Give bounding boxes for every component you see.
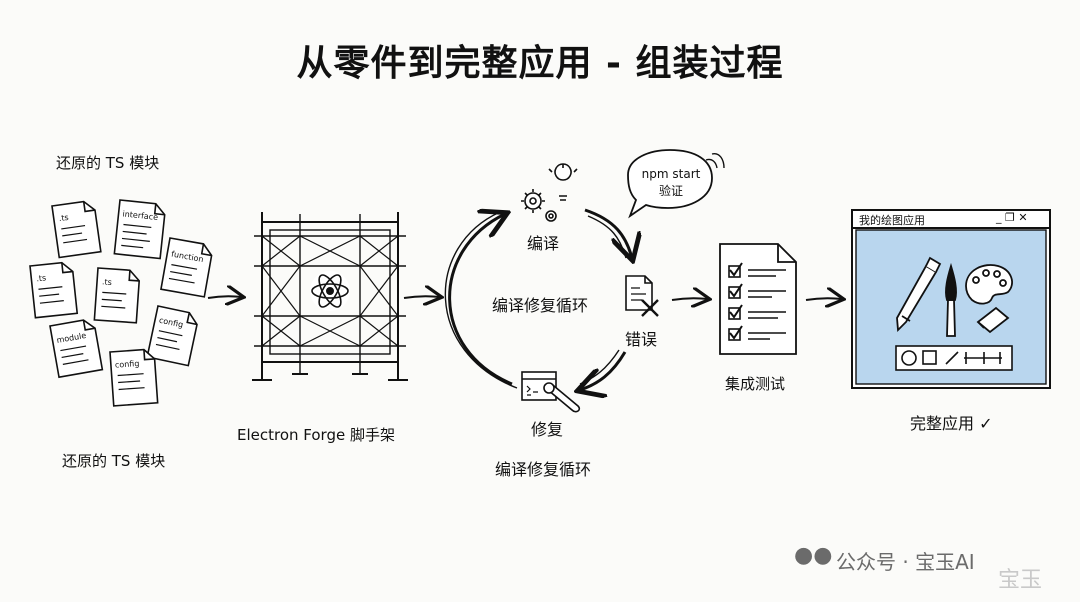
integration-label: 集成测试 bbox=[725, 375, 786, 393]
file-doc: config bbox=[146, 305, 198, 367]
app-window-controls[interactable]: _ ❐ ✕ bbox=[996, 211, 1028, 224]
code-wrench-icon bbox=[521, 371, 581, 413]
loop-compile-label: 编译 bbox=[527, 234, 560, 253]
file-doc-label: .ts bbox=[58, 213, 69, 223]
ts-file-documents: .ts interface function .ts .ts module bbox=[29, 199, 213, 407]
watermark-stamp: 宝玉 bbox=[998, 568, 1043, 593]
file-doc: .ts bbox=[29, 261, 79, 319]
electron-atom-icon bbox=[310, 271, 350, 311]
electron-forge-scaffold bbox=[252, 212, 408, 381]
wechat-icon: ●● bbox=[794, 543, 833, 568]
file-doc: function bbox=[160, 237, 213, 298]
error-document-icon bbox=[625, 275, 659, 317]
compile-fix-loop bbox=[444, 210, 632, 390]
page-title: 从零件到完整应用 - 组装过程 bbox=[296, 43, 784, 84]
loop-error-label: 错误 bbox=[625, 330, 658, 349]
file-doc-label: .ts bbox=[36, 273, 47, 283]
loop-center-label: 编译修复循环 bbox=[492, 296, 589, 315]
paintbrush-icon bbox=[945, 262, 957, 337]
flow-arrow bbox=[207, 296, 242, 298]
loop-bottom-label: 编译修复循环 bbox=[495, 460, 592, 479]
flow-arrow bbox=[671, 298, 708, 300]
file-doc: config bbox=[109, 348, 159, 407]
checklist-icon bbox=[719, 243, 797, 355]
pencil-icon bbox=[896, 256, 942, 333]
modules-label-top: 还原的 TS 模块 bbox=[56, 154, 160, 172]
forge-label: Electron Forge 脚手架 bbox=[237, 426, 395, 444]
modules-label-bottom: 还原的 TS 模块 bbox=[62, 452, 166, 470]
watermark-text: 公众号 · 宝玉AI bbox=[836, 550, 975, 574]
eraser-icon bbox=[976, 306, 1010, 334]
flow-arrow bbox=[403, 296, 440, 298]
palette-icon bbox=[965, 264, 1013, 305]
file-doc: .ts bbox=[51, 200, 102, 259]
loop-fix-label: 修复 bbox=[531, 420, 564, 439]
npm-start-bubble bbox=[627, 149, 725, 219]
file-doc-label: config bbox=[115, 359, 140, 370]
npm-start-bubble-text: npm start 验证 bbox=[636, 166, 706, 200]
app-label: 完整应用 ✓ bbox=[910, 414, 993, 433]
file-doc: .ts bbox=[93, 267, 141, 324]
bubble-line-1: npm start bbox=[641, 167, 701, 181]
app-toolbar bbox=[895, 345, 1013, 371]
file-doc: interface bbox=[113, 199, 166, 260]
bubble-line-2: 验证 bbox=[658, 184, 683, 198]
flow-arrow bbox=[805, 298, 842, 300]
gears-lightbulb-icon bbox=[521, 163, 578, 222]
file-doc: module bbox=[49, 319, 104, 379]
file-doc-label: .ts bbox=[102, 277, 112, 287]
app-window-title: 我的绘图应用 bbox=[859, 214, 925, 227]
file-doc-label: interface bbox=[122, 209, 159, 222]
app-window bbox=[851, 209, 1051, 389]
